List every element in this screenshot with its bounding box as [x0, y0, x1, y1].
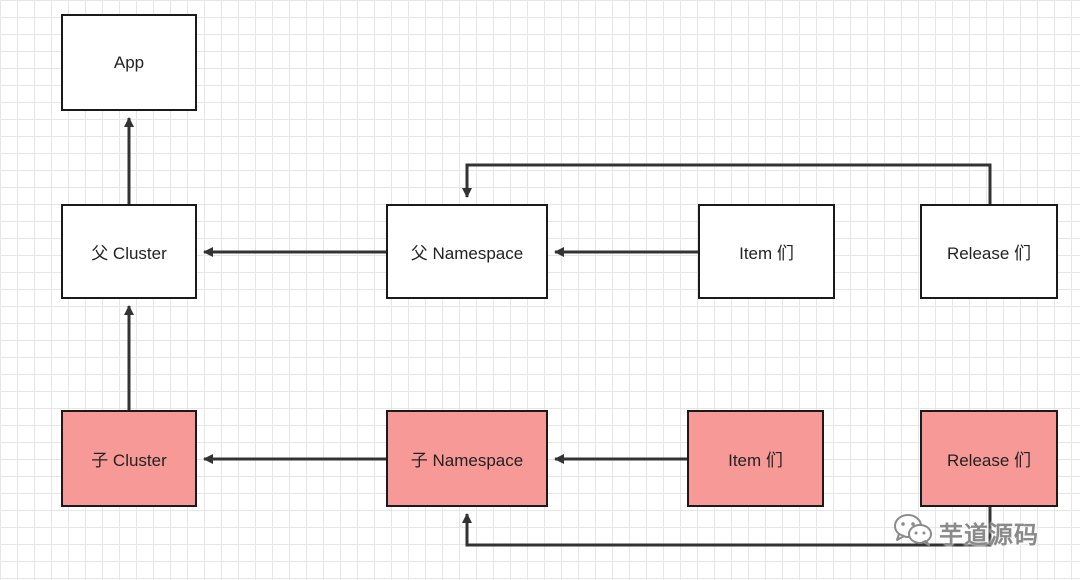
edge-child-releases-to-child-namespace	[462, 507, 992, 547]
edge-parent-releases-to-parent-namespace	[462, 163, 992, 204]
node-child-cluster: 子 Cluster	[61, 410, 197, 507]
watermark: 芋道源码	[893, 512, 1039, 552]
wechat-icon	[893, 513, 933, 551]
watermark-text: 芋道源码	[939, 520, 1039, 549]
node-child-namespace: 子 Namespace	[386, 410, 548, 507]
node-child-items: Item 们	[687, 410, 824, 507]
node-parent-cluster: 父 Cluster	[61, 204, 197, 299]
node-parent-releases: Release 们	[920, 204, 1058, 299]
node-parent-items: Item 们	[698, 204, 835, 299]
node-parent-namespace: 父 Namespace	[386, 204, 548, 299]
node-child-releases: Release 们	[920, 410, 1058, 507]
node-app: App	[61, 14, 197, 111]
